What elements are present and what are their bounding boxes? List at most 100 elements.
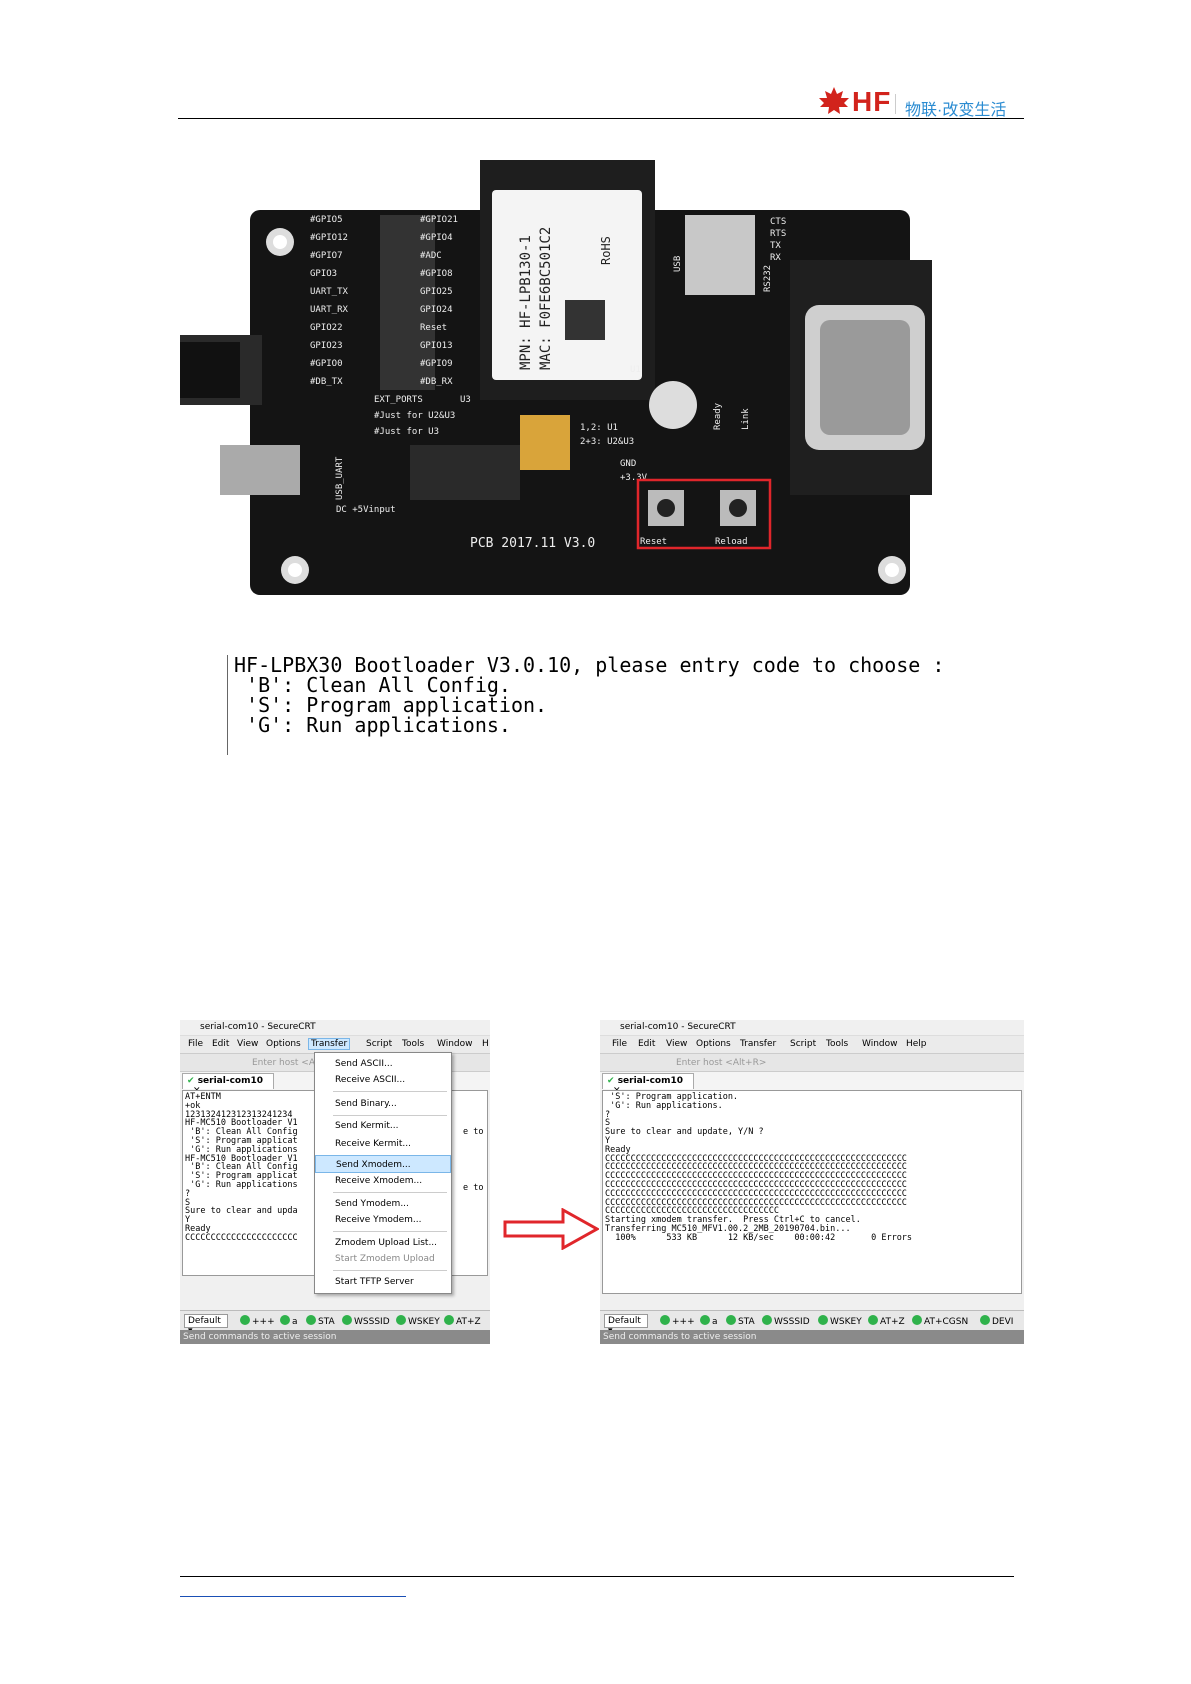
green-dot-icon [660, 1315, 670, 1325]
menu-help[interactable]: H [482, 1039, 489, 1049]
menu-item-zmodem-upload-list[interactable]: Zmodem Upload List... [335, 1238, 438, 1248]
button-wsssid[interactable]: WSSSID [762, 1315, 810, 1327]
button-wskey[interactable]: WSKEY [396, 1315, 440, 1327]
svg-text:#GPIO7: #GPIO7 [310, 251, 343, 261]
module-mpn: MPN: HF-LPB130-1 [518, 235, 534, 370]
ext-ports-label: EXT_PORTS [374, 395, 423, 405]
link-led-label: Link [741, 408, 751, 430]
button-plus[interactable]: +++ [660, 1315, 695, 1327]
just-u3-label: #Just for U3 [374, 427, 439, 437]
menu-item-start-zmodem-upload[interactable]: Start Zmodem Upload [335, 1254, 435, 1264]
host-input[interactable]: Enter host <A [252, 1058, 316, 1068]
menu-item-receive-xmodem[interactable]: Receive Xmodem... [335, 1176, 423, 1186]
menu-window[interactable]: Window [862, 1039, 898, 1049]
session-dropdown[interactable]: Default ▾ [604, 1314, 648, 1336]
tab-serial-com10[interactable]: ✔ serial-com10 ✕ [182, 1073, 274, 1096]
menu-edit[interactable]: Edit [212, 1039, 230, 1049]
menu-script[interactable]: Script [790, 1039, 817, 1049]
svg-text:#GPIO9: #GPIO9 [420, 359, 453, 369]
bootloader-line: HF-LPBX30 Bootloader V3.0.10, please ent… [234, 653, 945, 677]
dc-input-label: DC +5Vinput [336, 505, 396, 515]
svg-text:#GPIO4: #GPIO4 [420, 233, 453, 243]
usb-uart-label: USB_UART [335, 456, 345, 500]
hf-leaf-logo-icon [819, 87, 849, 114]
check-icon: ✔ [607, 1076, 615, 1086]
green-dot-icon [240, 1315, 250, 1325]
menu-file[interactable]: File [612, 1039, 628, 1049]
session-dropdown[interactable]: Default ▾ [184, 1314, 228, 1336]
button-atcgsn[interactable]: AT+CGSN [912, 1315, 968, 1327]
button-wskey[interactable]: WSKEY [818, 1315, 862, 1327]
rts-label: RTS [770, 229, 786, 239]
footer-link-underline[interactable] [180, 1596, 406, 1597]
terminal-output[interactable]: 'S': Program application. 'G': Run appli… [602, 1090, 1022, 1294]
usb-label: USB [673, 256, 683, 272]
menu-file[interactable]: File [188, 1039, 204, 1049]
menu-options[interactable]: Options [696, 1039, 731, 1049]
green-dot-icon [818, 1315, 828, 1325]
green-dot-icon [306, 1315, 316, 1325]
svg-text:#DB_TX: #DB_TX [310, 377, 343, 387]
menu-item-receive-kermit[interactable]: Receive Kermit... [335, 1139, 412, 1149]
header-rule [178, 118, 1024, 119]
svg-text:#GPIO21: #GPIO21 [420, 215, 458, 225]
rs232-label: RS232 [763, 265, 773, 292]
rx-label: RX [770, 253, 781, 263]
jumper2-label: 2+3: U2&U3 [580, 437, 634, 447]
menu-item-receive-ascii[interactable]: Receive ASCII... [335, 1075, 406, 1085]
button-plus[interactable]: +++ [240, 1315, 275, 1327]
bootloader-line: 'G': Run applications. [234, 713, 511, 737]
menu-tools[interactable]: Tools [402, 1039, 425, 1049]
gnd-label: GND [620, 459, 636, 469]
menu-tools[interactable]: Tools [826, 1039, 849, 1049]
menu-transfer[interactable]: Transfer [740, 1039, 777, 1049]
svg-text:#GPIO8: #GPIO8 [420, 269, 453, 279]
button-a[interactable]: a [700, 1315, 718, 1327]
pcb-version-label: PCB 2017.11 V3.0 [470, 536, 595, 551]
button-devi[interactable]: DEVI [980, 1315, 1013, 1327]
reload-button-label: Reload [715, 537, 748, 547]
svg-text:UART_TX: UART_TX [310, 287, 349, 297]
menu-help[interactable]: Help [906, 1039, 927, 1049]
host-input[interactable]: Enter host <Alt+R> [676, 1058, 767, 1068]
button-wsssid[interactable]: WSSSID [342, 1315, 390, 1327]
menu-item-send-ymodem[interactable]: Send Ymodem... [335, 1199, 409, 1209]
ready-led-label: Ready [713, 402, 723, 430]
menu-view[interactable]: View [666, 1039, 688, 1049]
button-sta[interactable]: STA [306, 1315, 335, 1327]
menu-view[interactable]: View [237, 1039, 259, 1049]
svg-text:#GPIO0: #GPIO0 [310, 359, 343, 369]
menu-item-receive-ymodem[interactable]: Receive Ymodem... [335, 1215, 422, 1225]
logo-text: HF [852, 86, 892, 117]
svg-text:#GPIO12: #GPIO12 [310, 233, 348, 243]
green-dot-icon [912, 1315, 922, 1325]
menu-item-start-tftp-server[interactable]: Start TFTP Server [335, 1277, 414, 1287]
menu-edit[interactable]: Edit [638, 1039, 656, 1049]
menu-item-send-ascii[interactable]: Send ASCII... [335, 1059, 393, 1069]
button-a[interactable]: a [280, 1315, 298, 1327]
green-dot-icon [396, 1315, 406, 1325]
svg-text:#GPIO5: #GPIO5 [310, 215, 343, 225]
button-atz[interactable]: AT+Z [868, 1315, 905, 1327]
menu-transfer[interactable]: Transfer [308, 1038, 351, 1050]
menu-options[interactable]: Options [266, 1039, 301, 1049]
evaluation-board-photo: MPN: HF-LPB130-1 MAC: F0FE6BC501C2 RoHS … [180, 160, 932, 602]
menu-item-send-binary[interactable]: Send Binary... [335, 1099, 397, 1109]
menu-script[interactable]: Script [366, 1039, 393, 1049]
status-bar: Send commands to active session [600, 1330, 1024, 1344]
window-title-bar: serial-com10 - SecureCRT [620, 1022, 736, 1032]
bootloader-line: 'S': Program application. [234, 693, 548, 717]
tab-serial-com10[interactable]: ✔ serial-com10 ✕ [602, 1073, 694, 1096]
footer-rule [180, 1576, 1014, 1577]
menu-item-send-kermit[interactable]: Send Kermit... [335, 1121, 399, 1131]
button-sta[interactable]: STA [726, 1315, 755, 1327]
menu-window[interactable]: Window [437, 1039, 473, 1049]
reset-reload-highlight [636, 478, 772, 550]
securecrt-window-right: serial-com10 - SecureCRT File Edit View … [600, 1020, 1024, 1344]
button-bar: Default ▾ +++ a STA WSSSID WSKEY AT+Z [180, 1310, 490, 1336]
menu-item-send-xmodem[interactable]: Send Xmodem... [315, 1155, 451, 1173]
svg-text:GPIO3: GPIO3 [310, 269, 337, 279]
u3-label: U3 [460, 395, 471, 405]
button-atz[interactable]: AT+Z [444, 1315, 481, 1327]
logo-divider [895, 94, 896, 114]
